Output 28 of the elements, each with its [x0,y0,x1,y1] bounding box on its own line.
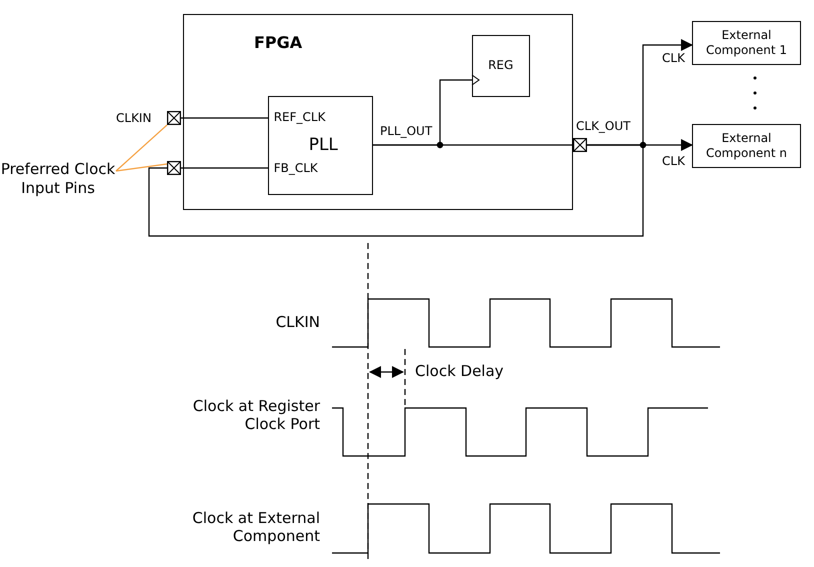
connector-line [373,144,573,146]
dimension-label: Clock Delay [415,362,504,380]
pin-label: CLK_OUT [576,119,630,134]
pin-label: CLK [662,51,685,66]
pin-label: REF_CLK [274,110,326,124]
leader-line [116,163,168,172]
edge-label: PLL_OUT [380,124,432,138]
annotation-text: Preferred Clock Input Pins [0,148,116,210]
block-label: PLL [308,134,338,156]
component-box: External Component n [692,124,801,168]
register-block: REG [472,34,530,97]
connector-line [181,117,268,119]
connector-line [148,144,644,237]
signal-label: CLKIN [274,313,320,331]
pin-label: CLKIN [116,111,152,126]
signal-label: Clock at External Component [191,509,320,545]
io-pin-symbol [167,111,181,125]
chip-outline-box [183,14,573,210]
io-pin-symbol [167,161,181,175]
chip-title: FPGA [254,33,302,52]
pin-label: CLK [662,154,685,168]
pll-block [268,96,373,195]
leader-line [116,124,168,172]
connector-line [181,167,268,169]
component-box: External Component 1 [692,21,801,65]
signal-label: Clock at Register Clock Port [192,397,320,433]
pin-label: FB_CLK [274,160,318,176]
io-pin-symbol [573,138,587,152]
